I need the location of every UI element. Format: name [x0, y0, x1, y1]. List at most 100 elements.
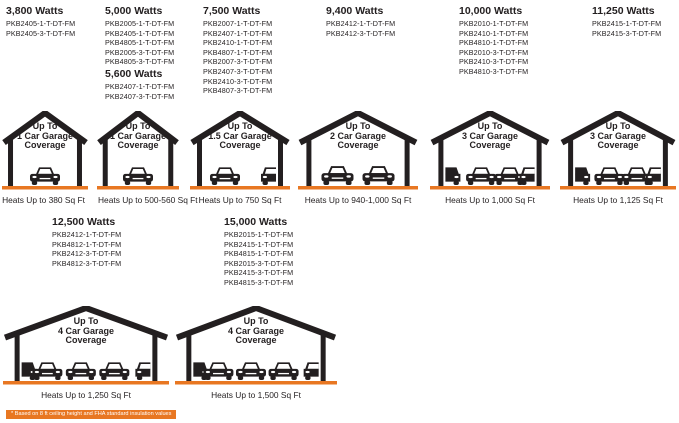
model-number: PKB4812-1-T-DT-FM: [52, 239, 122, 249]
partial-car-icon: [135, 362, 151, 380]
coverage-line: 3 Car Garage: [589, 130, 647, 141]
partial-car-icon: [261, 167, 276, 185]
heats-coverage-label: Heats Up to 750 Sq Ft: [198, 195, 282, 205]
partial-car-icon: [519, 167, 535, 185]
coverage-line: Coverage: [337, 140, 379, 151]
heats-coverage-label: Heats Up to 1,000 Sq Ft: [445, 195, 535, 205]
heats-coverage-label: Heats Up to 380 Sq Ft: [2, 195, 85, 205]
model-number: PKB4805-3-T-DT-FM: [105, 57, 175, 67]
car-icon: [321, 166, 354, 185]
coverage-line: 4 Car Garage: [227, 325, 285, 336]
coverage-line: Coverage: [235, 335, 277, 346]
coverage-line: Up To: [125, 121, 151, 132]
car-icon: [362, 166, 395, 185]
model-number: PKB2405-3-T-DT-FM: [6, 28, 76, 38]
model-number: PKB2415-3-T-DT-FM: [592, 28, 662, 38]
partial-car-icon: [445, 167, 461, 185]
coverage-line: Up To: [73, 316, 99, 327]
coverage-line: Up To: [477, 121, 503, 132]
model-number: PKB2007-1-T-DT-FM: [203, 19, 273, 28]
wattage-label: 7,500 Watts: [203, 5, 261, 17]
model-number: PKB4815-1-T-DT-FM: [224, 249, 294, 259]
coverage-line: Up To: [345, 121, 371, 132]
car-icon: [210, 167, 240, 185]
wattage-label: 10,000 Watts: [459, 5, 523, 17]
coverage-line: Coverage: [597, 140, 639, 151]
model-number: PKB2412-3-T-DT-FM: [52, 249, 122, 259]
coverage-line: Coverage: [65, 335, 107, 346]
wattage-label: 5,600 Watts: [105, 67, 163, 80]
model-number: PKB2412-1-T-DT-FM: [52, 230, 122, 239]
model-number: PKB4805-1-T-DT-FM: [105, 38, 175, 48]
car-icon: [203, 362, 234, 380]
model-number: PKB4807-3-T-DT-FM: [203, 86, 273, 96]
wattage-label: 3,800 Watts: [6, 5, 64, 17]
heats-coverage-label: Heats Up to 940-1,000 Sq Ft: [304, 195, 412, 205]
model-number: PKB2407-3-T-DT-FM: [203, 66, 273, 76]
heats-coverage-label: Heats Up to 1,500 Sq Ft: [211, 390, 301, 400]
coverage-line: 3 Car Garage: [461, 130, 519, 141]
model-number: PKB2407-3-T-DT-FM: [105, 91, 175, 101]
coverage-line: 2 Car Garage: [329, 130, 387, 141]
coverage-line: 1 Car Garage: [16, 130, 74, 141]
coverage-line: 1 Car Garage: [109, 130, 167, 141]
coverage-line: Coverage: [469, 140, 511, 151]
model-number: PKB2415-1-T-DT-FM: [592, 19, 662, 28]
car-icon: [621, 167, 652, 185]
model-number: PKB2410-3-T-DT-FM: [459, 57, 529, 67]
wattage-label: 15,000 Watts: [224, 216, 288, 228]
car-icon: [99, 362, 130, 380]
car-icon: [235, 362, 266, 380]
car-icon: [466, 167, 497, 185]
car-icon: [123, 167, 153, 185]
wattage-label: 9,400 Watts: [326, 5, 384, 17]
model-number: PKB2405-1-T-DT-FM: [105, 28, 175, 38]
partial-car-icon: [575, 167, 591, 185]
coverage-line: Coverage: [24, 140, 66, 151]
wattage-label: 11,250 Watts: [592, 5, 655, 17]
model-number: PKB2010-1-T-DT-FM: [459, 19, 529, 28]
model-number: PKB2005-1-T-DT-FM: [105, 19, 175, 28]
coverage-line: Coverage: [219, 140, 261, 151]
model-number: PKB2412-3-T-DT-FM: [326, 28, 396, 38]
model-number: PKB2407-1-T-DT-FM: [203, 28, 273, 38]
model-number: PKB2007-3-T-DT-FM: [203, 57, 273, 67]
model-number: PKB2412-1-T-DT-FM: [326, 19, 396, 28]
model-number: PKB2415-3-T-DT-FM: [224, 268, 294, 278]
model-number: PKB2405-1-T-DT-FM: [6, 19, 76, 28]
partial-car-icon: [303, 362, 319, 380]
coverage-line: Up To: [605, 121, 631, 132]
coverage-line: 4 Car Garage: [57, 325, 115, 336]
model-number: PKB2410-3-T-DT-FM: [203, 76, 273, 86]
model-number: PKB4810-1-T-DT-FM: [459, 38, 529, 48]
model-number: PKB2015-3-T-DT-FM: [224, 258, 294, 268]
heats-coverage-label: Heats Up to 500-560 Sq Ft: [98, 195, 198, 205]
wattage-label: 12,500 Watts: [52, 216, 116, 228]
footnote: * Based on 8 ft ceiling height and FHA s…: [6, 410, 177, 419]
model-number: PKB4815-3-T-DT-FM: [224, 277, 294, 287]
coverage-line: Up To: [227, 121, 253, 132]
coverage-line: Up To: [243, 316, 269, 327]
model-number: PKB2415-1-T-DT-FM: [224, 239, 294, 249]
car-icon: [32, 362, 63, 380]
